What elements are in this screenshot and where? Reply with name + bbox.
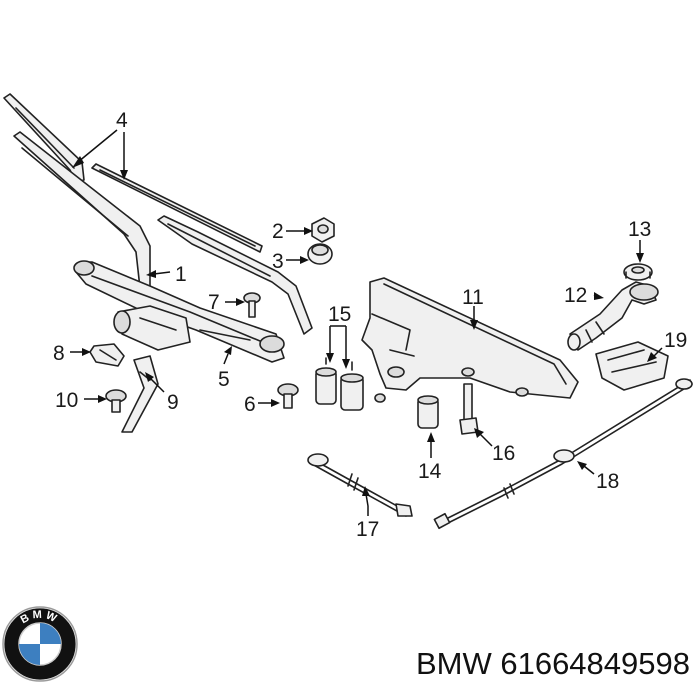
callout-17: 17 [356, 518, 379, 541]
washer-pump-rear [417, 395, 439, 429]
fluid-level-sensor [459, 383, 479, 435]
wiper-linkage-with-motor [73, 260, 285, 363]
washer-fluid-reservoir [361, 277, 579, 403]
callout-4: 4 [116, 109, 128, 132]
callout-14: 14 [418, 460, 442, 483]
bolt-10 [105, 389, 127, 413]
washer-pump-right [340, 361, 364, 411]
bolt-6 [277, 383, 299, 409]
svg-text:BMW: BMW [19, 609, 62, 627]
wiper-arm-right [157, 215, 313, 335]
nut [311, 217, 335, 243]
callout-15: 15 [328, 303, 351, 326]
callout-13: 13 [628, 218, 651, 241]
callout-16: 16 [492, 442, 515, 465]
filler-neck [567, 281, 659, 351]
callout-5: 5 [218, 368, 230, 391]
callout-9: 9 [167, 391, 179, 414]
callout-2: 2 [272, 220, 284, 243]
washer-pump-left [315, 357, 337, 405]
callout-11: 11 [462, 286, 484, 309]
callout-18: 18 [596, 470, 619, 493]
reservoir-bracket [595, 341, 669, 391]
washer-hose-long [433, 378, 693, 530]
cap [307, 243, 333, 265]
leader-lines [70, 129, 663, 516]
clip [89, 343, 125, 367]
callout-7: 7 [208, 291, 220, 314]
callout-1: 1 [175, 263, 187, 286]
bmw-logo: BMW [2, 606, 78, 682]
callout-19: 19 [664, 329, 687, 352]
bracket [121, 355, 159, 433]
bolt-7 [243, 292, 261, 318]
callout-10: 10 [55, 389, 78, 412]
wiper-blade-left [3, 93, 85, 183]
wiper-blade-right [91, 163, 263, 253]
washer-hose-short [307, 453, 413, 517]
part-number: 61664849598 [500, 646, 690, 681]
callout-8: 8 [53, 342, 65, 365]
callout-3: 3 [272, 250, 284, 273]
callout-12: 12 [564, 284, 587, 307]
brand-name: BMW [415, 646, 492, 681]
part-caption: BMW 61664849598 [416, 646, 690, 682]
filler-cap [623, 263, 653, 281]
callout-6: 6 [244, 393, 256, 416]
